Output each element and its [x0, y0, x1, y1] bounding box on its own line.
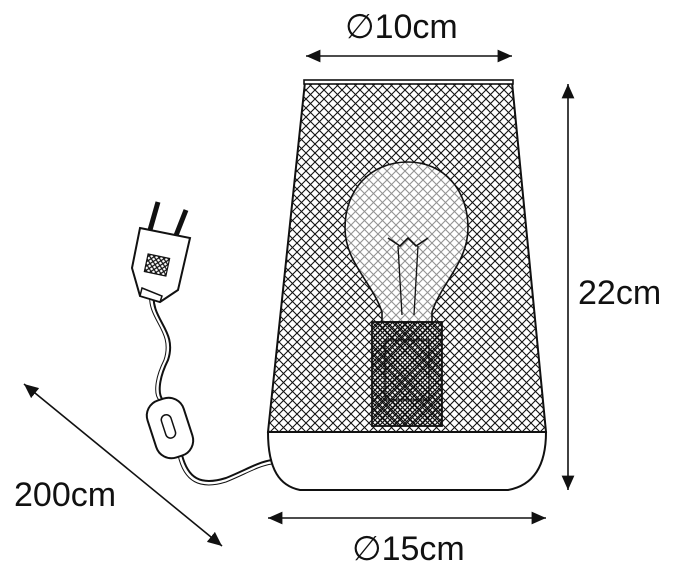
- lamp-base: [266, 431, 548, 491]
- euro-plug: [130, 201, 192, 304]
- cable-length-label: 200cm: [14, 476, 117, 514]
- bulb: [344, 161, 469, 427]
- inline-switch: [145, 396, 195, 460]
- height-label: 22cm: [578, 274, 662, 312]
- top-diameter-label: ∅10cm: [345, 8, 458, 46]
- cable-length-dimension-line: [23, 383, 223, 547]
- base-diameter-label: ∅15cm: [352, 530, 465, 568]
